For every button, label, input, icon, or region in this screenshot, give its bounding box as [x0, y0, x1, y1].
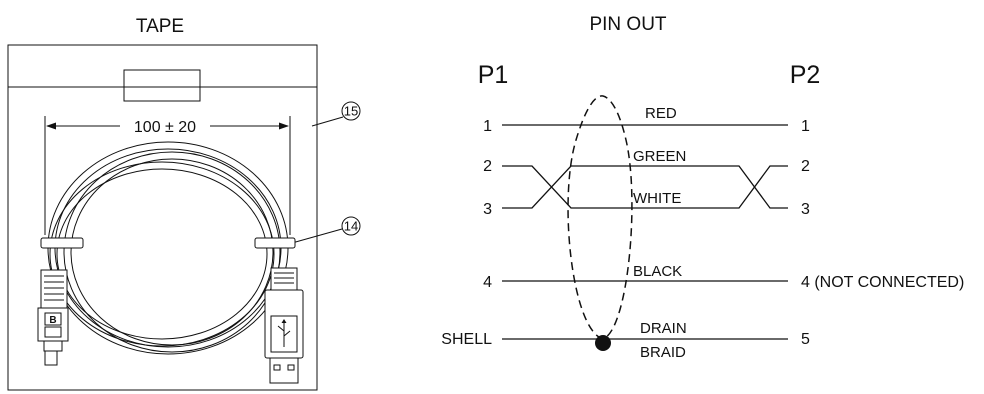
pinout-row-1: 1 RED 1	[483, 105, 810, 135]
pinout-title: PIN OUT	[589, 14, 666, 35]
drain-junction-dot	[595, 335, 611, 351]
cable-shield-outline	[567, 95, 633, 340]
p1-label: P1	[478, 61, 509, 89]
p1-pin-4: 4	[483, 274, 492, 291]
mini-b-connector: B	[37, 269, 69, 366]
wire-braid: BRAID	[640, 344, 686, 361]
coiled-cable	[40, 141, 296, 355]
p2-pin-4: 4 (NOT CONNECTED)	[801, 274, 964, 291]
p1-pin-3: 3	[483, 201, 492, 218]
dimension-label: 100 ± 20	[134, 119, 196, 136]
wire-color-black: BLACK	[633, 263, 682, 280]
tape-strip	[123, 69, 201, 102]
pinout-row-shell: SHELL DRAIN BRAID 5	[441, 320, 810, 361]
cable-tie-left	[40, 237, 84, 249]
wire-color-red: RED	[645, 105, 677, 122]
wire-drain: DRAIN	[640, 320, 687, 337]
callout-15: 15	[311, 101, 361, 127]
usb-a-connector	[264, 267, 304, 384]
pinout-row-3: 3 WHITE 3	[483, 165, 810, 218]
p1-pin-2: 2	[483, 158, 492, 175]
connector-b-mark-icon	[44, 312, 62, 326]
wire-color-green: GREEN	[633, 148, 686, 165]
dimension-line	[44, 116, 291, 235]
bag-outline	[7, 44, 318, 391]
usb-trident-icon	[277, 319, 291, 347]
p1-pin-1: 1	[483, 118, 492, 135]
p2-pin-2: 2	[801, 158, 810, 175]
p2-pin-5: 5	[801, 331, 810, 348]
pinout-row-4: 4 BLACK 4 (NOT CONNECTED)	[483, 263, 964, 291]
callout-14: 14	[291, 216, 361, 244]
p2-label: P2	[790, 61, 821, 89]
connector-b-glyph: B	[49, 315, 56, 326]
tape-label: TAPE	[136, 16, 184, 37]
p1-shell: SHELL	[441, 331, 492, 348]
callout-14-label: 14	[344, 219, 358, 234]
pinout-diagram: PIN OUT P1 P2 1 RED 1 2 GREEN 2 3 WHITE …	[441, 14, 964, 361]
callout-15-label: 15	[344, 104, 358, 119]
cable-tie-right	[254, 237, 296, 249]
pinout-row-2: 2 GREEN 2	[483, 148, 810, 209]
assembly-view: TAPE 100 ± 20 15 14	[7, 16, 361, 391]
p2-pin-1: 1	[801, 118, 810, 135]
wire-color-white: WHITE	[633, 190, 681, 207]
p2-pin-3: 3	[801, 201, 810, 218]
